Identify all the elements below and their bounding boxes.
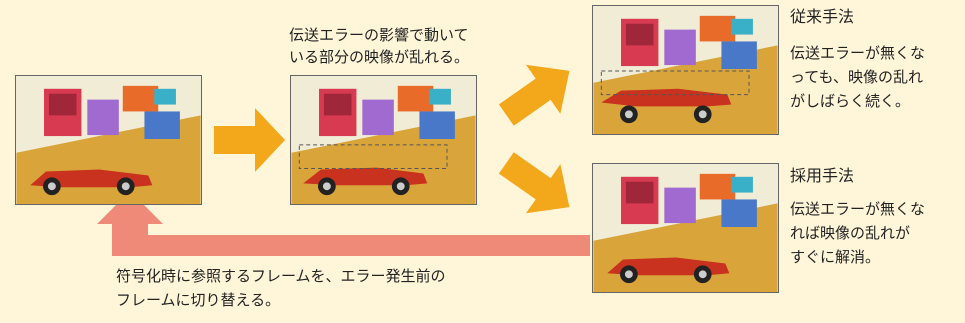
scene-illustration — [593, 15, 778, 134]
conventional-description-line3: がしばらく続く。 — [790, 92, 911, 110]
conventional-method-heading: 従来手法 — [790, 7, 855, 26]
up-right-arrow-icon — [498, 64, 570, 126]
adopted-method-heading: 採用手法 — [790, 166, 855, 185]
adopted-method-frame-image — [592, 163, 779, 293]
conventional-description-line1: 伝送エラーが無くな — [790, 44, 926, 62]
reference-switch-caption-line2: フレームに切り替える。 — [116, 291, 281, 309]
adopted-description-line2: れば映像の乱れが — [790, 224, 911, 242]
original-frame-image — [15, 75, 202, 205]
scene-illustration — [291, 85, 476, 204]
adopted-description-line3: すぐに解消。 — [790, 248, 881, 266]
conventional-description-line2: っても、映像の乱れ — [790, 68, 924, 86]
scene-illustration — [593, 173, 778, 292]
scene-illustration — [16, 85, 201, 204]
error-effect-caption-line1: 伝送エラーの影響で動いて — [289, 26, 469, 44]
error-effect-caption-line2: いる部分の映像が乱れる。 — [289, 48, 470, 66]
conventional-method-frame-image — [592, 5, 779, 135]
feedback-arrow-icon — [97, 191, 590, 256]
down-right-arrow-icon — [498, 152, 570, 214]
corrupted-frame-image — [290, 75, 477, 205]
adopted-description-line1: 伝送エラーが無くな — [790, 200, 926, 218]
right-arrow-icon — [214, 108, 285, 172]
reference-switch-caption-line1: 符号化時に参照するフレームを、エラー発生前の — [116, 267, 446, 285]
